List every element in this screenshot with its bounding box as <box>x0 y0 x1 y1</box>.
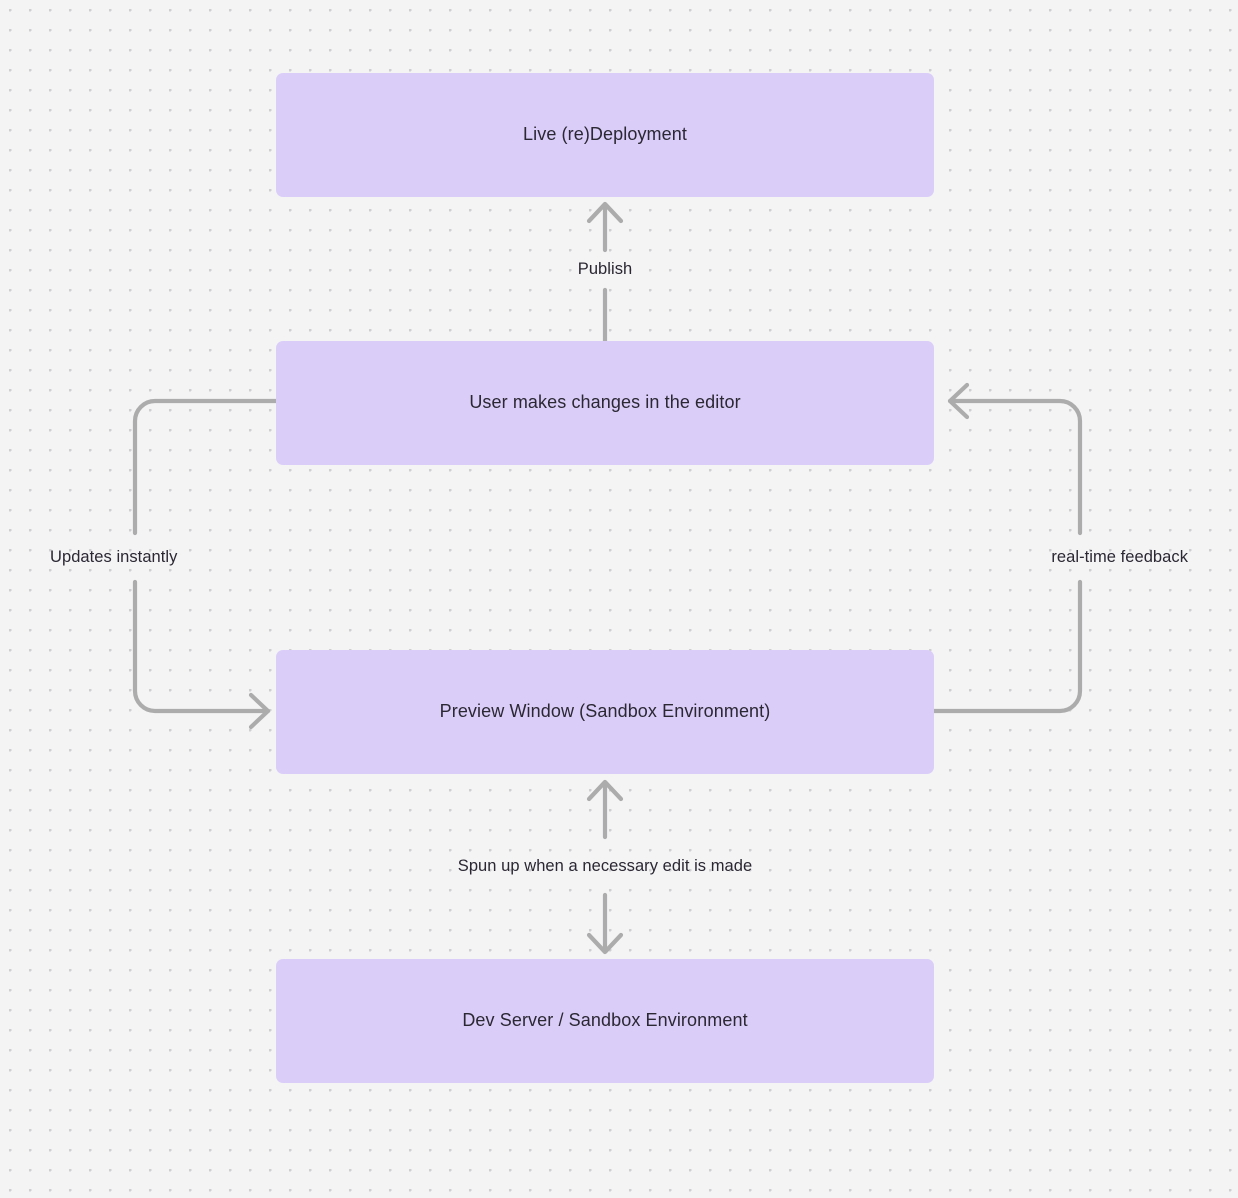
edge-label-spun-up: Spun up when a necessary edit is made <box>457 856 753 875</box>
node-label: Live (re)Deployment <box>523 124 687 145</box>
edge-label-real-time-feedback: real-time feedback <box>1051 547 1188 566</box>
node-label: Preview Window (Sandbox Environment) <box>439 701 771 722</box>
edge-label-updates-instantly: Updates instantly <box>50 547 178 566</box>
node-dev-server[interactable]: Dev Server / Sandbox Environment <box>276 959 934 1083</box>
node-live-deployment[interactable]: Live (re)Deployment <box>276 73 934 197</box>
edge-label-publish: Publish <box>577 259 633 278</box>
node-label: Dev Server / Sandbox Environment <box>462 1010 748 1031</box>
node-label: User makes changes in the editor <box>469 392 741 413</box>
node-user-edits[interactable]: User makes changes in the editor <box>276 341 934 465</box>
node-preview-window[interactable]: Preview Window (Sandbox Environment) <box>276 650 934 774</box>
